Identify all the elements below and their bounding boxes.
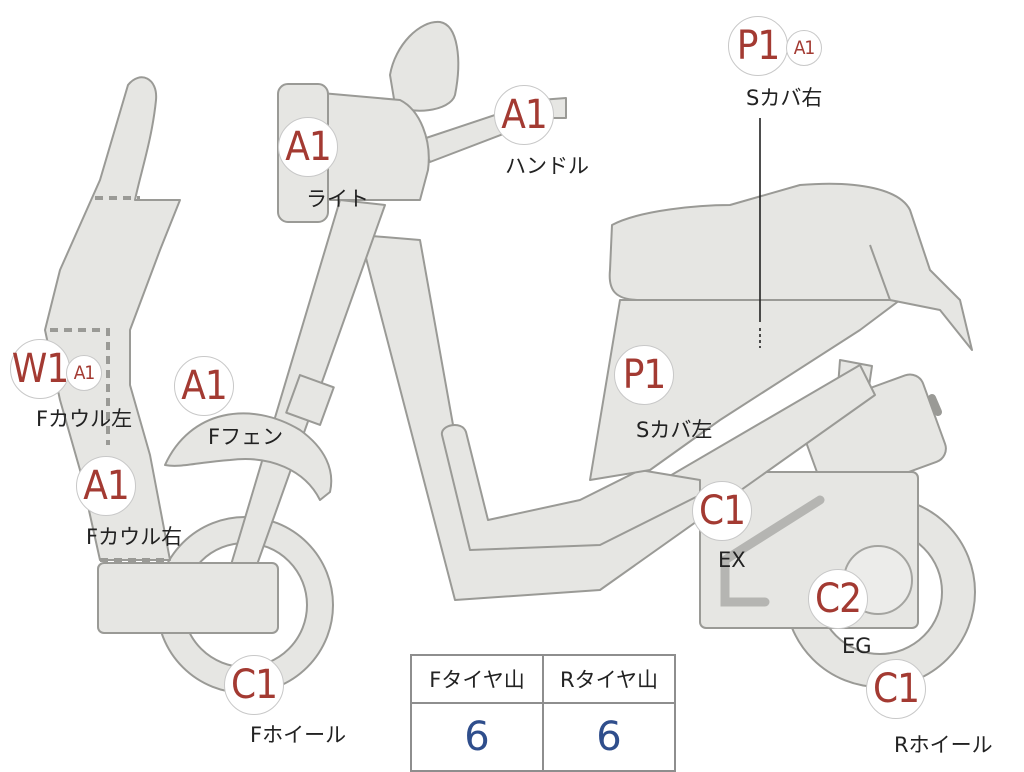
- seat-shape: [608, 182, 973, 351]
- front-fender-shape: [164, 412, 333, 501]
- s-cover-right-subgrade-badge: A1: [786, 30, 822, 66]
- s-cover-right-grade-badge: P1: [728, 16, 788, 76]
- tire-table-value-row: 6 6: [410, 702, 676, 772]
- ex-label: EX: [718, 548, 746, 572]
- f-cowl-left-label: Fカウル左: [36, 407, 133, 431]
- seat-seam: [869, 244, 891, 301]
- side-cover-shape: [589, 299, 901, 481]
- s-cover-left-grade-badge: P1: [614, 345, 674, 405]
- handle-grade-badge: A1: [494, 85, 554, 145]
- mirror-shape: [389, 20, 460, 112]
- f-cowl-left-grade-badge: W1: [10, 339, 70, 399]
- front-tire-tread-header: Fタイヤ山: [410, 654, 544, 704]
- fork-clamp: [285, 374, 335, 426]
- light-label: ライト: [306, 187, 369, 211]
- f-cowl-left-subgrade-badge: A1: [66, 355, 102, 391]
- handle-label: ハンドル: [505, 154, 589, 178]
- cowl-boundary-middle: [50, 328, 110, 445]
- s-cover-right-label: Sカバ右: [746, 86, 823, 110]
- s-cover-left-label: Sカバ左: [636, 418, 713, 442]
- tire-table-header-row: Fタイヤ山 Rタイヤ山: [410, 654, 676, 704]
- f-wheel-grade-badge: C1: [224, 655, 284, 715]
- f-cowl-right-grade-badge: A1: [76, 456, 136, 516]
- rear-bolt: [928, 394, 942, 416]
- ex-grade-badge: C1: [692, 481, 752, 541]
- tire-tread-table: Fタイヤ山 Rタイヤ山 6 6: [410, 654, 676, 772]
- r-wheel-label: Rホイール: [894, 733, 993, 757]
- r-wheel-grade-badge: C1: [866, 659, 926, 719]
- eg-grade-badge: C2: [808, 569, 868, 629]
- f-wheel-label: Fホイール: [250, 723, 347, 747]
- rear-tire-tread-header: Rタイヤ山: [542, 654, 676, 704]
- f-cowl-right-label: Fカウル右: [86, 525, 183, 549]
- light-grade-badge: A1: [278, 117, 338, 177]
- rear-tire-tread-value: 6: [542, 702, 676, 772]
- headlight-housing: [309, 91, 430, 201]
- front-bumper-shape: [97, 562, 279, 634]
- eg-label: EG: [842, 634, 872, 658]
- front-tire-tread-value: 6: [410, 702, 544, 772]
- f-fender-grade-badge: A1: [174, 356, 234, 416]
- exhaust-pipe: [720, 495, 825, 607]
- f-fender-label: Fフェン: [208, 425, 284, 449]
